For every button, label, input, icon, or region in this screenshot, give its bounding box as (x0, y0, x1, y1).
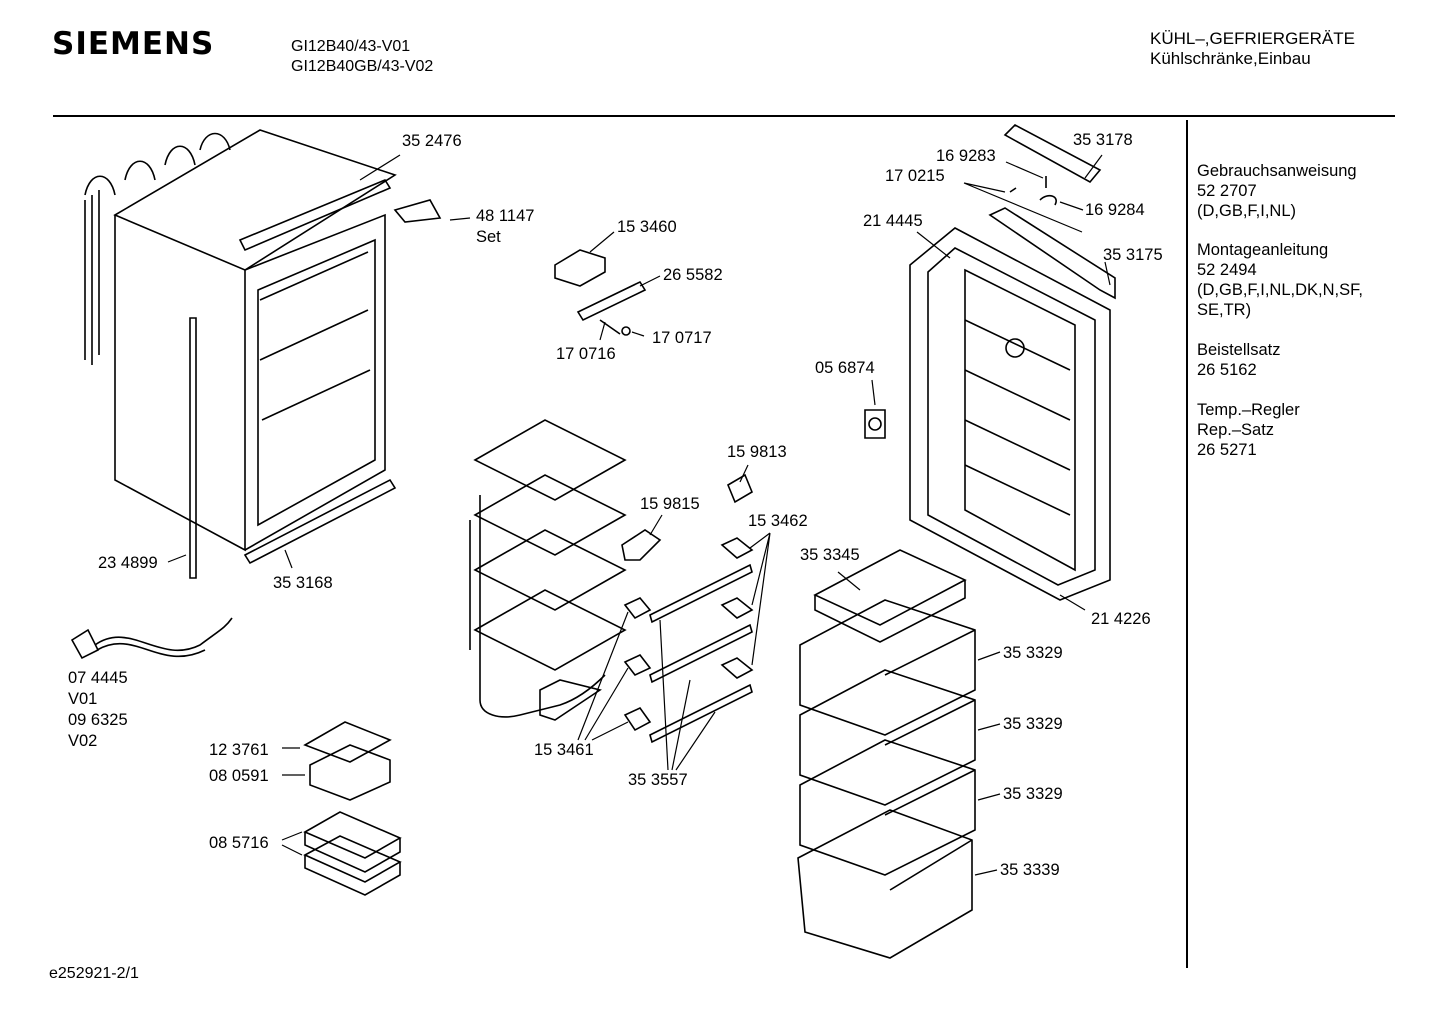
label-power-cord-alt: 09 6325 (68, 711, 128, 729)
header-divider (53, 115, 1395, 117)
label-upper-tray: 35 3345 (800, 546, 860, 564)
label-shelf-holder-right: 15 3462 (748, 512, 808, 530)
category-title: KÜHL–,GEFRIERGERÄTE (1150, 29, 1355, 48)
sidebar-divider (1186, 120, 1188, 968)
doc-group-assembly-manual: Montageanleitung 52 2494 (D,GB,F,I,NL,DK… (1197, 240, 1363, 320)
doc-number: 26 5162 (1197, 361, 1257, 379)
doc-subtitle: Rep.–Satz (1197, 421, 1275, 439)
ice-tray-drawing (303, 721, 402, 896)
doc-languages: (D,GB,F,I,NL) (1197, 202, 1297, 220)
label-hinge-set-note: Set (476, 228, 501, 246)
label-door-hinge-bracket: 35 3175 (1103, 246, 1163, 264)
power-cord-drawing (70, 617, 233, 660)
cabinet-drawing (84, 129, 442, 579)
door-drawing (864, 124, 1116, 601)
category-subtitle: Kühlschränke,Einbau (1150, 49, 1311, 68)
label-drawer-1: 35 3329 (1003, 644, 1063, 662)
doc-number: 52 2494 (1197, 261, 1257, 279)
label-bottom-strip: 35 3168 (273, 574, 333, 592)
doc-title: Temp.–Regler (1197, 401, 1300, 419)
doc-group-thermostat-kit: Temp.–Regler Rep.–Satz 26 5271 (1197, 400, 1300, 460)
label-clip-lower: 15 9815 (640, 495, 700, 513)
model-number-1: GI12B40/43-V01 (291, 38, 411, 55)
label-switch-housing: 15 3460 (617, 218, 677, 236)
switch-parts-drawing (554, 249, 754, 561)
label-cabinet-bracket: 35 2476 (402, 132, 462, 150)
document-code: e252921-2/1 (49, 965, 139, 982)
label-door-inner: 21 4445 (863, 212, 923, 230)
label-shelf-holder-left: 15 3461 (534, 741, 594, 759)
label-washer: 17 0717 (652, 329, 712, 347)
doc-group-accessory-kit: Beistellsatz 26 5162 (1197, 340, 1280, 380)
doc-number: 26 5271 (1197, 441, 1257, 459)
drawers-drawing (797, 549, 976, 959)
doc-title: Montageanleitung (1197, 241, 1329, 259)
model-number-2: GI12B40GB/43-V02 (291, 58, 434, 75)
label-thermostat-knob: 05 6874 (815, 359, 875, 377)
doc-title: Beistellsatz (1197, 341, 1281, 359)
label-ice-tray-lid: 12 3761 (209, 741, 269, 759)
label-side-strip: 23 4899 (98, 554, 158, 572)
label-drawer-bottom: 35 3339 (1000, 861, 1060, 879)
label-clip-upper: 15 9813 (727, 443, 787, 461)
label-switch-plate: 26 5582 (663, 266, 723, 284)
label-screw-a: 16 9283 (936, 147, 996, 165)
brand-logo: SIEMENS (52, 26, 215, 62)
label-screw-bolt: 17 0716 (556, 345, 616, 363)
doc-title: Gebrauchsanweisung (1197, 162, 1357, 180)
label-shelf-rail: 35 3557 (628, 771, 688, 789)
label-power-cord-v01: V01 (68, 690, 98, 708)
label-drawer-3: 35 3329 (1003, 785, 1063, 803)
label-power-cord-v02: V02 (68, 732, 98, 750)
label-power-cord: 07 4445 (68, 669, 128, 687)
label-hinge-set: 48 1147 (476, 207, 535, 225)
leader-lines (167, 154, 1111, 876)
doc-languages: (D,GB,F,I,NL,DK,N,SF, (1197, 281, 1363, 299)
doc-number: 52 2707 (1197, 182, 1257, 200)
doc-languages-cont: SE,TR) (1197, 301, 1252, 319)
shelf-rails-drawing (623, 537, 754, 744)
label-door-gasket: 21 4226 (1091, 610, 1151, 628)
label-ice-tray: 08 0591 (209, 767, 269, 785)
label-screw-b: 17 0215 (885, 167, 945, 185)
label-cover-cap: 16 9284 (1085, 201, 1145, 219)
label-cold-packs: 08 5716 (209, 834, 269, 852)
evaporator-drawing (469, 419, 627, 721)
label-door-handle: 35 3178 (1073, 131, 1133, 149)
label-drawer-2: 35 3329 (1003, 715, 1063, 733)
doc-group-user-manual: Gebrauchsanweisung 52 2707 (D,GB,F,I,NL) (1197, 161, 1357, 221)
